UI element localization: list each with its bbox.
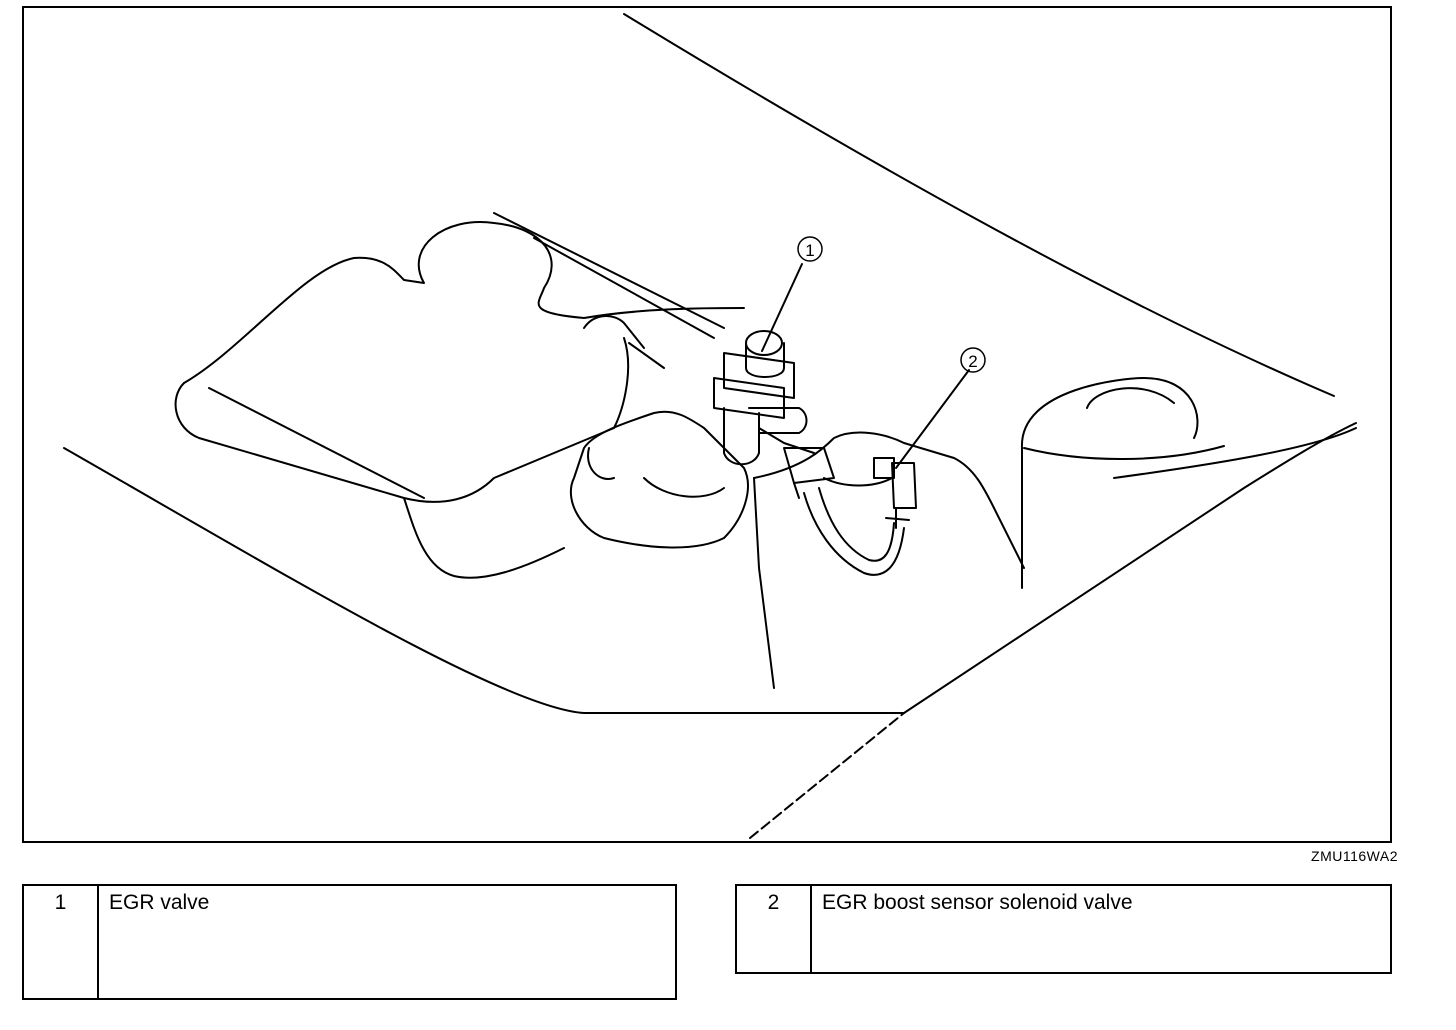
air-hose <box>583 315 665 369</box>
legend-label: EGR valve <box>109 891 210 914</box>
plenum-front <box>174 337 630 503</box>
callout-2-number: 2 <box>968 352 977 371</box>
fender-right <box>1113 427 1357 479</box>
bay-floor-edge <box>903 422 1357 714</box>
legend-row-1: 1 EGR valve <box>22 884 677 1000</box>
legend-number: 2 <box>737 886 812 972</box>
legend-number: 1 <box>24 886 99 998</box>
callout-2: 2 <box>960 347 986 373</box>
callout-2-leader <box>895 369 970 469</box>
figure-code: ZMU116WA2 <box>1311 848 1398 864</box>
legend-row-2: 2 EGR boost sensor solenoid valve <box>735 884 1392 974</box>
throttle-body <box>569 410 749 549</box>
strut-tower <box>1020 377 1199 589</box>
callout-1-leader <box>761 263 803 352</box>
bay-floor-line <box>63 447 905 714</box>
head-cover <box>753 431 1025 569</box>
plenum-ridge <box>208 212 725 499</box>
engine-diagram: 1 2 <box>22 6 1392 843</box>
engine-illustration: 1 2 <box>63 13 1357 839</box>
callout-1-number: 1 <box>805 241 814 260</box>
legend-label: EGR boost sensor solenoid valve <box>822 891 1133 914</box>
egr-valve-shape <box>713 330 808 466</box>
throttle-detail <box>587 447 725 498</box>
vacuum-hose-top <box>823 477 893 487</box>
callout-1: 1 <box>797 236 823 262</box>
plenum-lower <box>403 497 565 579</box>
solenoid-valve-shape <box>873 457 917 529</box>
vacuum-hose-loop <box>803 492 905 576</box>
head-cover-side <box>753 477 775 689</box>
egr-pipe <box>758 427 815 454</box>
vacuum-hose-inner <box>818 487 895 562</box>
strut-tower-base <box>1023 445 1225 460</box>
bay-front-dashed <box>749 712 905 839</box>
intake-plenum <box>183 221 745 384</box>
hood-outline <box>623 13 1335 397</box>
boost-sensor <box>783 447 835 499</box>
